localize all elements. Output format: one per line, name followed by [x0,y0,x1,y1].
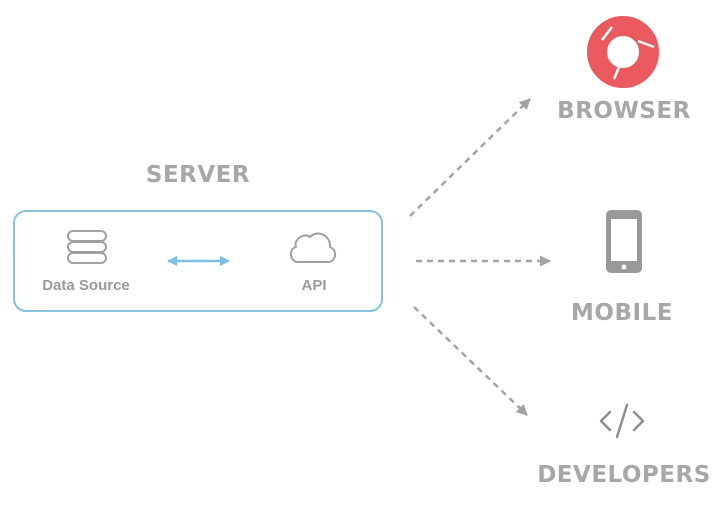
browser-icon [587,16,659,88]
mobile-label: MOBILE [571,300,673,326]
smartphone-icon [606,210,642,273]
database-icon [67,230,107,264]
arrow-to-developers [413,306,528,416]
code-icon [599,403,645,439]
developers-label: DEVELOPERS [537,462,711,488]
server-title: SERVER [146,162,250,188]
cloud-icon [290,232,336,263]
arrow-to-browser [409,98,531,217]
api-label: API [301,277,326,294]
browser-label: BROWSER [557,98,691,124]
data-source-label: Data Source [42,277,130,294]
server-box [13,210,383,312]
